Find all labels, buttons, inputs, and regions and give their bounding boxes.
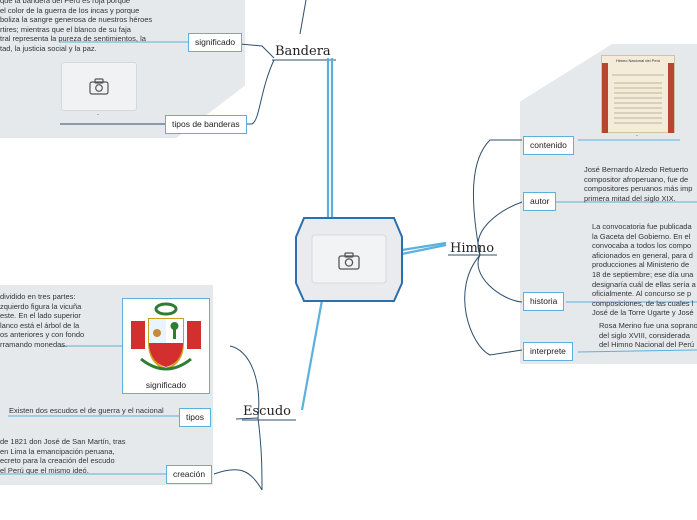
bandera-significado-text: que la bandera del Perú es roja porque e… <box>0 0 153 53</box>
escudo-tipos-text: Existen dos escudos el de guerra y el na… <box>9 406 164 415</box>
coat-of-arms-image <box>131 302 201 371</box>
himno-historia-text: La convocatoria fue publicada la Gaceta … <box>592 222 696 318</box>
camera-icon <box>338 252 360 270</box>
himno-historia-chip[interactable]: historia <box>523 292 565 311</box>
camera-icon <box>89 78 109 95</box>
bandera-image-placeholder[interactable] <box>61 62 137 111</box>
escudo-significado-text: dividido en tres partes: zquierdo figura… <box>0 292 85 349</box>
escudo-card-label: significado <box>145 380 187 390</box>
himno-image[interactable]: Himno Nacional del Perú <box>601 55 675 133</box>
bandera-image-caption: . <box>97 110 99 117</box>
flag-stripe-left <box>602 63 608 133</box>
himno-image-caption: . <box>636 131 638 138</box>
escudo-creacion-text: de 1821 don José de San Martín, tras en … <box>0 437 126 475</box>
escudo-creacion-chip[interactable]: creación <box>166 465 213 484</box>
topic-himno[interactable]: Himno <box>450 241 495 256</box>
topic-escudo[interactable]: Escudo <box>243 404 291 419</box>
escudo-card[interactable]: significado <box>122 298 210 394</box>
central-node[interactable] <box>294 217 404 303</box>
himno-interprete-chip[interactable]: interprete <box>523 342 573 361</box>
bandera-tipos-chip[interactable]: tipos de banderas <box>165 115 247 134</box>
flag-stripe-right <box>668 63 674 133</box>
himno-image-title: Himno Nacional del Perú <box>615 58 661 63</box>
escudo-tipos-chip[interactable]: tipos <box>179 408 211 427</box>
himno-autor-chip[interactable]: autor <box>523 192 557 211</box>
himno-interprete-text: Rosa Merino fue una soprano del siglo XV… <box>599 321 697 350</box>
sheet-lines <box>602 63 674 133</box>
topic-bandera[interactable]: Bandera <box>275 44 331 59</box>
himno-contenido-chip[interactable]: contenido <box>523 136 574 155</box>
bandera-significado-chip[interactable]: significado <box>188 33 243 52</box>
himno-autor-text: José Bernardo Alzedo Retuerto compositor… <box>584 165 693 203</box>
